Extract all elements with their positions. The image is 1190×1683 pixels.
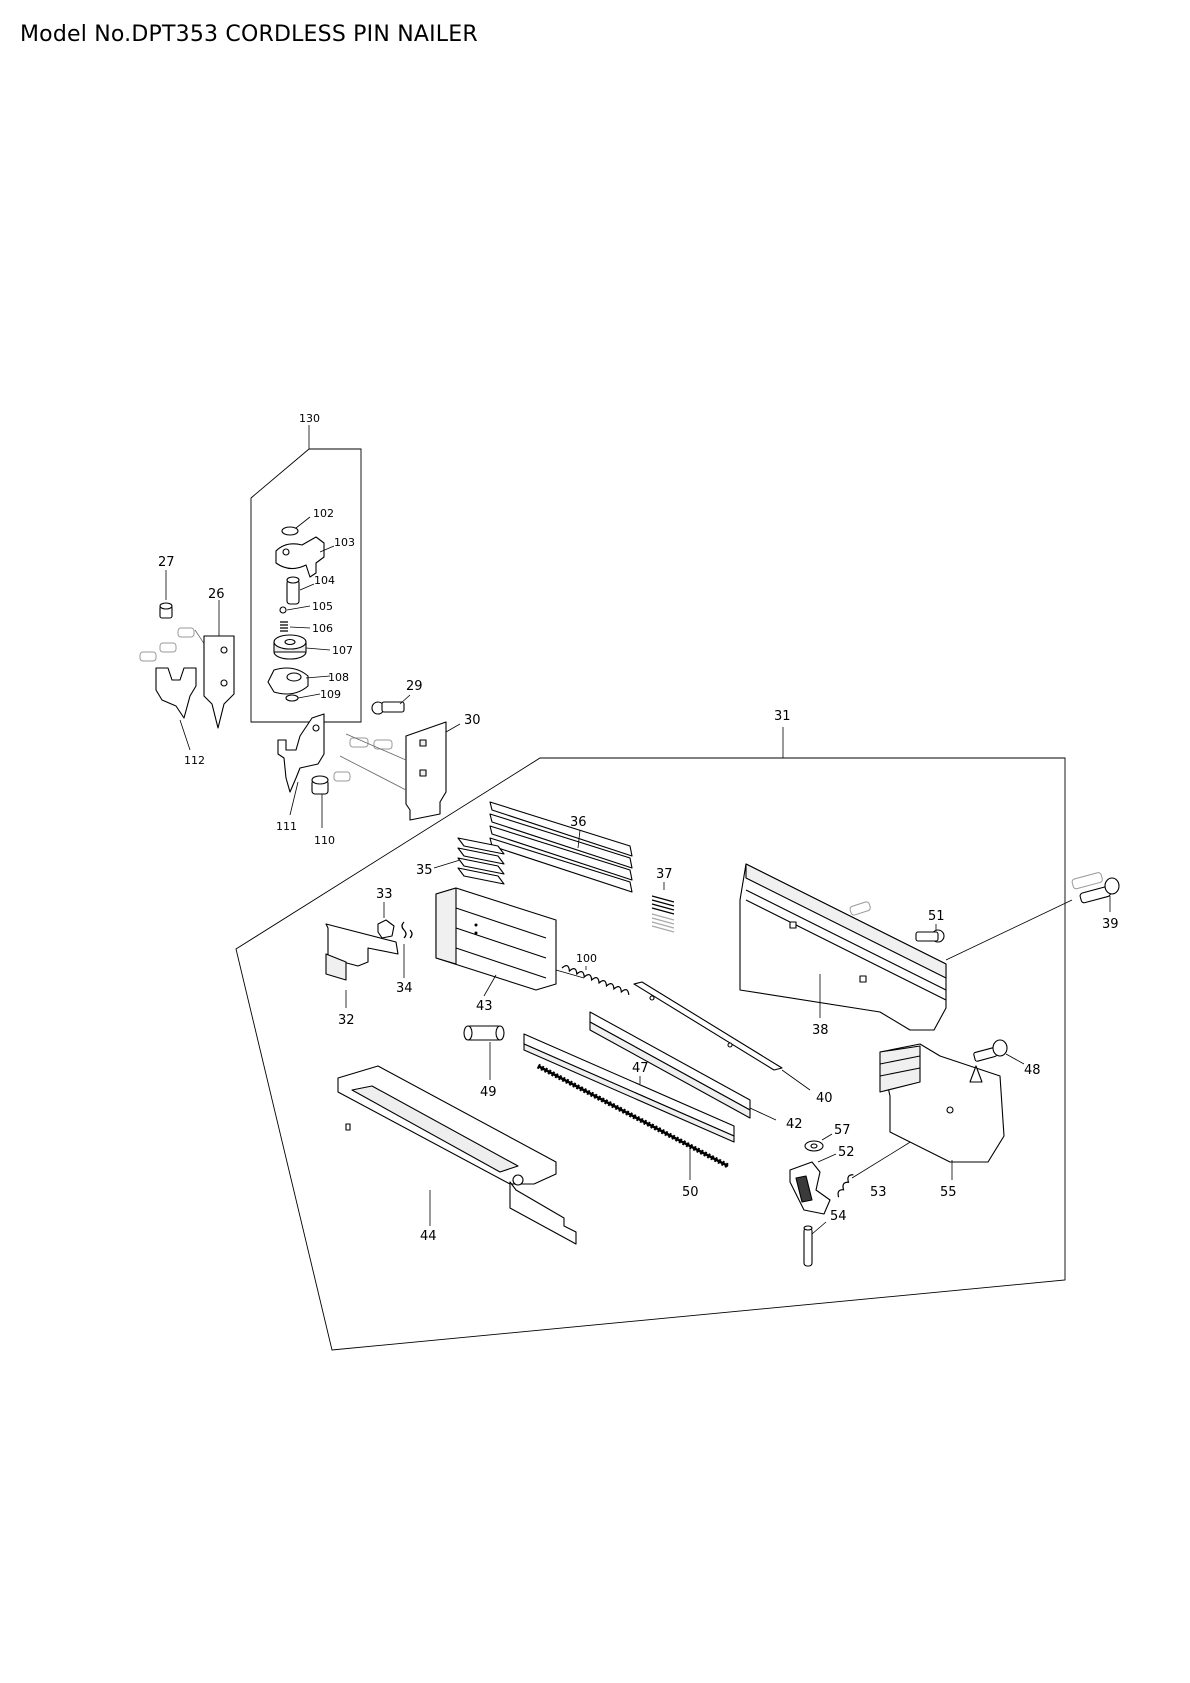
label-57: 57 (834, 1123, 851, 1138)
part-57-washer[interactable] (804, 1133, 833, 1152)
page-title: Model No.DPT353 CORDLESS PIN NAILER (20, 22, 478, 47)
part-105-steel-ball[interactable] (279, 605, 311, 614)
part-106-spring[interactable] (280, 621, 311, 632)
label-108: 108 (328, 671, 349, 684)
label-37: 37 (656, 867, 673, 882)
label-35: 35 (416, 863, 433, 878)
part-29-screw[interactable] (371, 694, 411, 715)
part-30-guide-plate[interactable] (405, 721, 461, 821)
label-104: 104 (314, 574, 335, 587)
part-111-lever[interactable] (277, 713, 325, 816)
label-107: 107 (332, 644, 353, 657)
part-52-latch[interactable] (789, 1153, 837, 1215)
part-49-roller[interactable] (463, 1025, 505, 1080)
part-40-guide-strip[interactable] (633, 981, 811, 1091)
part-39-screws[interactable] (945, 872, 1120, 961)
part-47-pusher-guide[interactable] (523, 1033, 735, 1143)
part-54-pin[interactable] (803, 1221, 827, 1267)
label-40: 40 (816, 1091, 833, 1106)
label-52: 52 (838, 1145, 855, 1160)
part-104-pin[interactable] (286, 576, 315, 605)
part-55-nose-block[interactable] (879, 1043, 1005, 1180)
ghost-screws-left (139, 627, 216, 662)
part-103-bracket[interactable] (275, 536, 335, 578)
label-31: 31 (774, 709, 791, 724)
label-103: 103 (334, 536, 355, 549)
part-112-nose-guide[interactable] (155, 667, 197, 751)
part-34-spring[interactable] (401, 921, 413, 978)
label-42: 42 (786, 1117, 803, 1132)
label-50: 50 (682, 1185, 699, 1200)
part-38-magazine-rail[interactable] (739, 863, 947, 1031)
label-43: 43 (476, 999, 493, 1014)
label-44: 44 (420, 1229, 437, 1244)
label-55: 55 (940, 1185, 957, 1200)
group-130-frame (250, 448, 362, 723)
label-110: 110 (314, 834, 335, 847)
part-42-side-rail[interactable] (589, 1011, 777, 1121)
label-29: 29 (406, 679, 423, 694)
label-48: 48 (1024, 1063, 1041, 1078)
part-109-e-ring[interactable] (285, 693, 321, 702)
label-54: 54 (830, 1209, 847, 1224)
label-106: 106 (312, 622, 333, 635)
ghost-screws-center (333, 733, 407, 791)
part-43-magazine-block[interactable] (435, 887, 585, 997)
part-107-adjust-dial[interactable] (273, 634, 331, 660)
label-112: 112 (184, 754, 205, 767)
part-labels: 130 102 103 104 105 106 107 108 109 27 2… (158, 412, 1119, 1244)
label-51: 51 (928, 909, 945, 924)
part-102-e-ring[interactable] (281, 516, 311, 536)
part-110-screw[interactable] (311, 775, 329, 828)
label-27: 27 (158, 555, 175, 570)
label-33: 33 (376, 887, 393, 902)
label-105: 105 (312, 600, 333, 613)
label-34: 34 (396, 981, 413, 996)
part-50-long-spring[interactable] (536, 1063, 730, 1180)
label-111: 111 (276, 820, 297, 833)
label-47: 47 (632, 1061, 649, 1076)
part-27-screw[interactable] (159, 570, 173, 619)
part-37-springs[interactable] (651, 882, 675, 933)
part-100-feed-spring[interactable] (561, 964, 630, 996)
label-100: 100 (576, 952, 597, 965)
label-49: 49 (480, 1085, 497, 1100)
label-130: 130 (299, 412, 320, 425)
part-36-feeder-strips[interactable] (489, 801, 633, 893)
ghost-screw-rail (849, 901, 871, 916)
part-32-slide[interactable] (325, 923, 399, 1008)
label-26: 26 (208, 587, 225, 602)
label-53: 53 (870, 1185, 887, 1200)
part-48-screw[interactable] (973, 1039, 1025, 1065)
label-30: 30 (464, 713, 481, 728)
label-102: 102 (313, 507, 334, 520)
group-31-frame (235, 757, 1066, 1351)
label-109: 109 (320, 688, 341, 701)
part-44-magazine-housing[interactable] (337, 1065, 577, 1245)
part-33-latch[interactable] (377, 902, 395, 939)
label-36: 36 (570, 815, 587, 830)
label-38: 38 (812, 1023, 829, 1038)
label-39: 39 (1102, 917, 1119, 932)
label-32: 32 (338, 1013, 355, 1028)
part-51-screw[interactable] (915, 924, 945, 943)
part-35-clips[interactable] (433, 837, 505, 885)
part-108-cam[interactable] (267, 667, 331, 695)
part-26-contact-plate[interactable] (203, 600, 235, 729)
